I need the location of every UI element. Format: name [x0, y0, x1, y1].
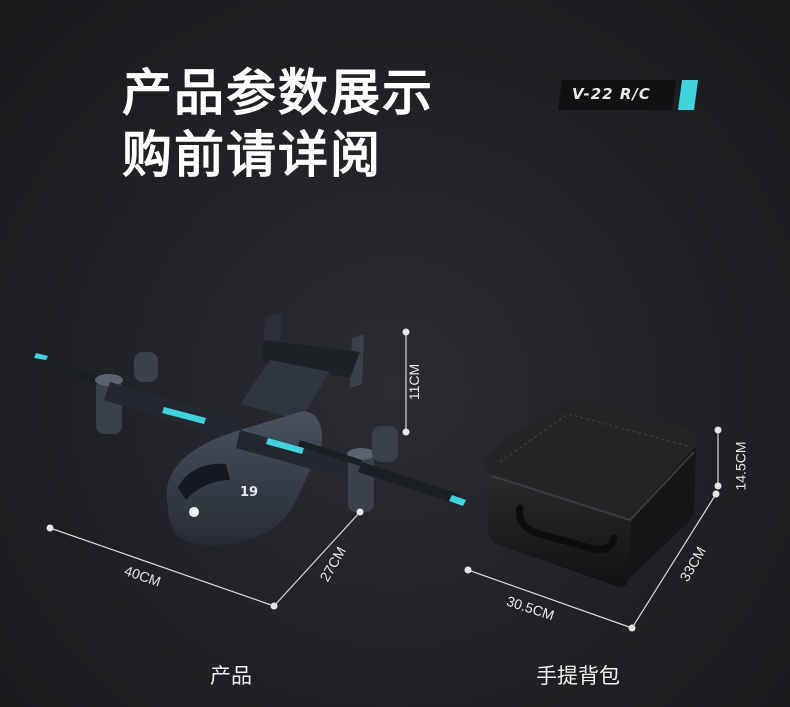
badge-text: V-22 R/C	[572, 85, 651, 103]
bag-image	[485, 399, 698, 587]
bag-dimension-lines	[464, 426, 722, 632]
bag-caption: 手提背包	[536, 664, 620, 688]
product-caption: 产品	[210, 664, 252, 688]
title-line-2: 购前请详阅	[122, 126, 382, 184]
product-dimension-lines	[46, 328, 410, 610]
page-title: 产品参数展示 购前请详阅	[122, 62, 434, 186]
title-line-1: 产品参数展示	[122, 64, 434, 122]
model-badge: V-22 R/C	[556, 78, 698, 112]
nose-number: 19	[240, 485, 258, 500]
badge-accent	[678, 80, 698, 110]
aircraft-image	[34, 313, 466, 546]
badge-shape	[558, 80, 698, 110]
nose-light	[189, 507, 199, 517]
bag-height-label: 14.5CM	[732, 441, 749, 491]
product-height-label: 11CM	[406, 363, 423, 401]
